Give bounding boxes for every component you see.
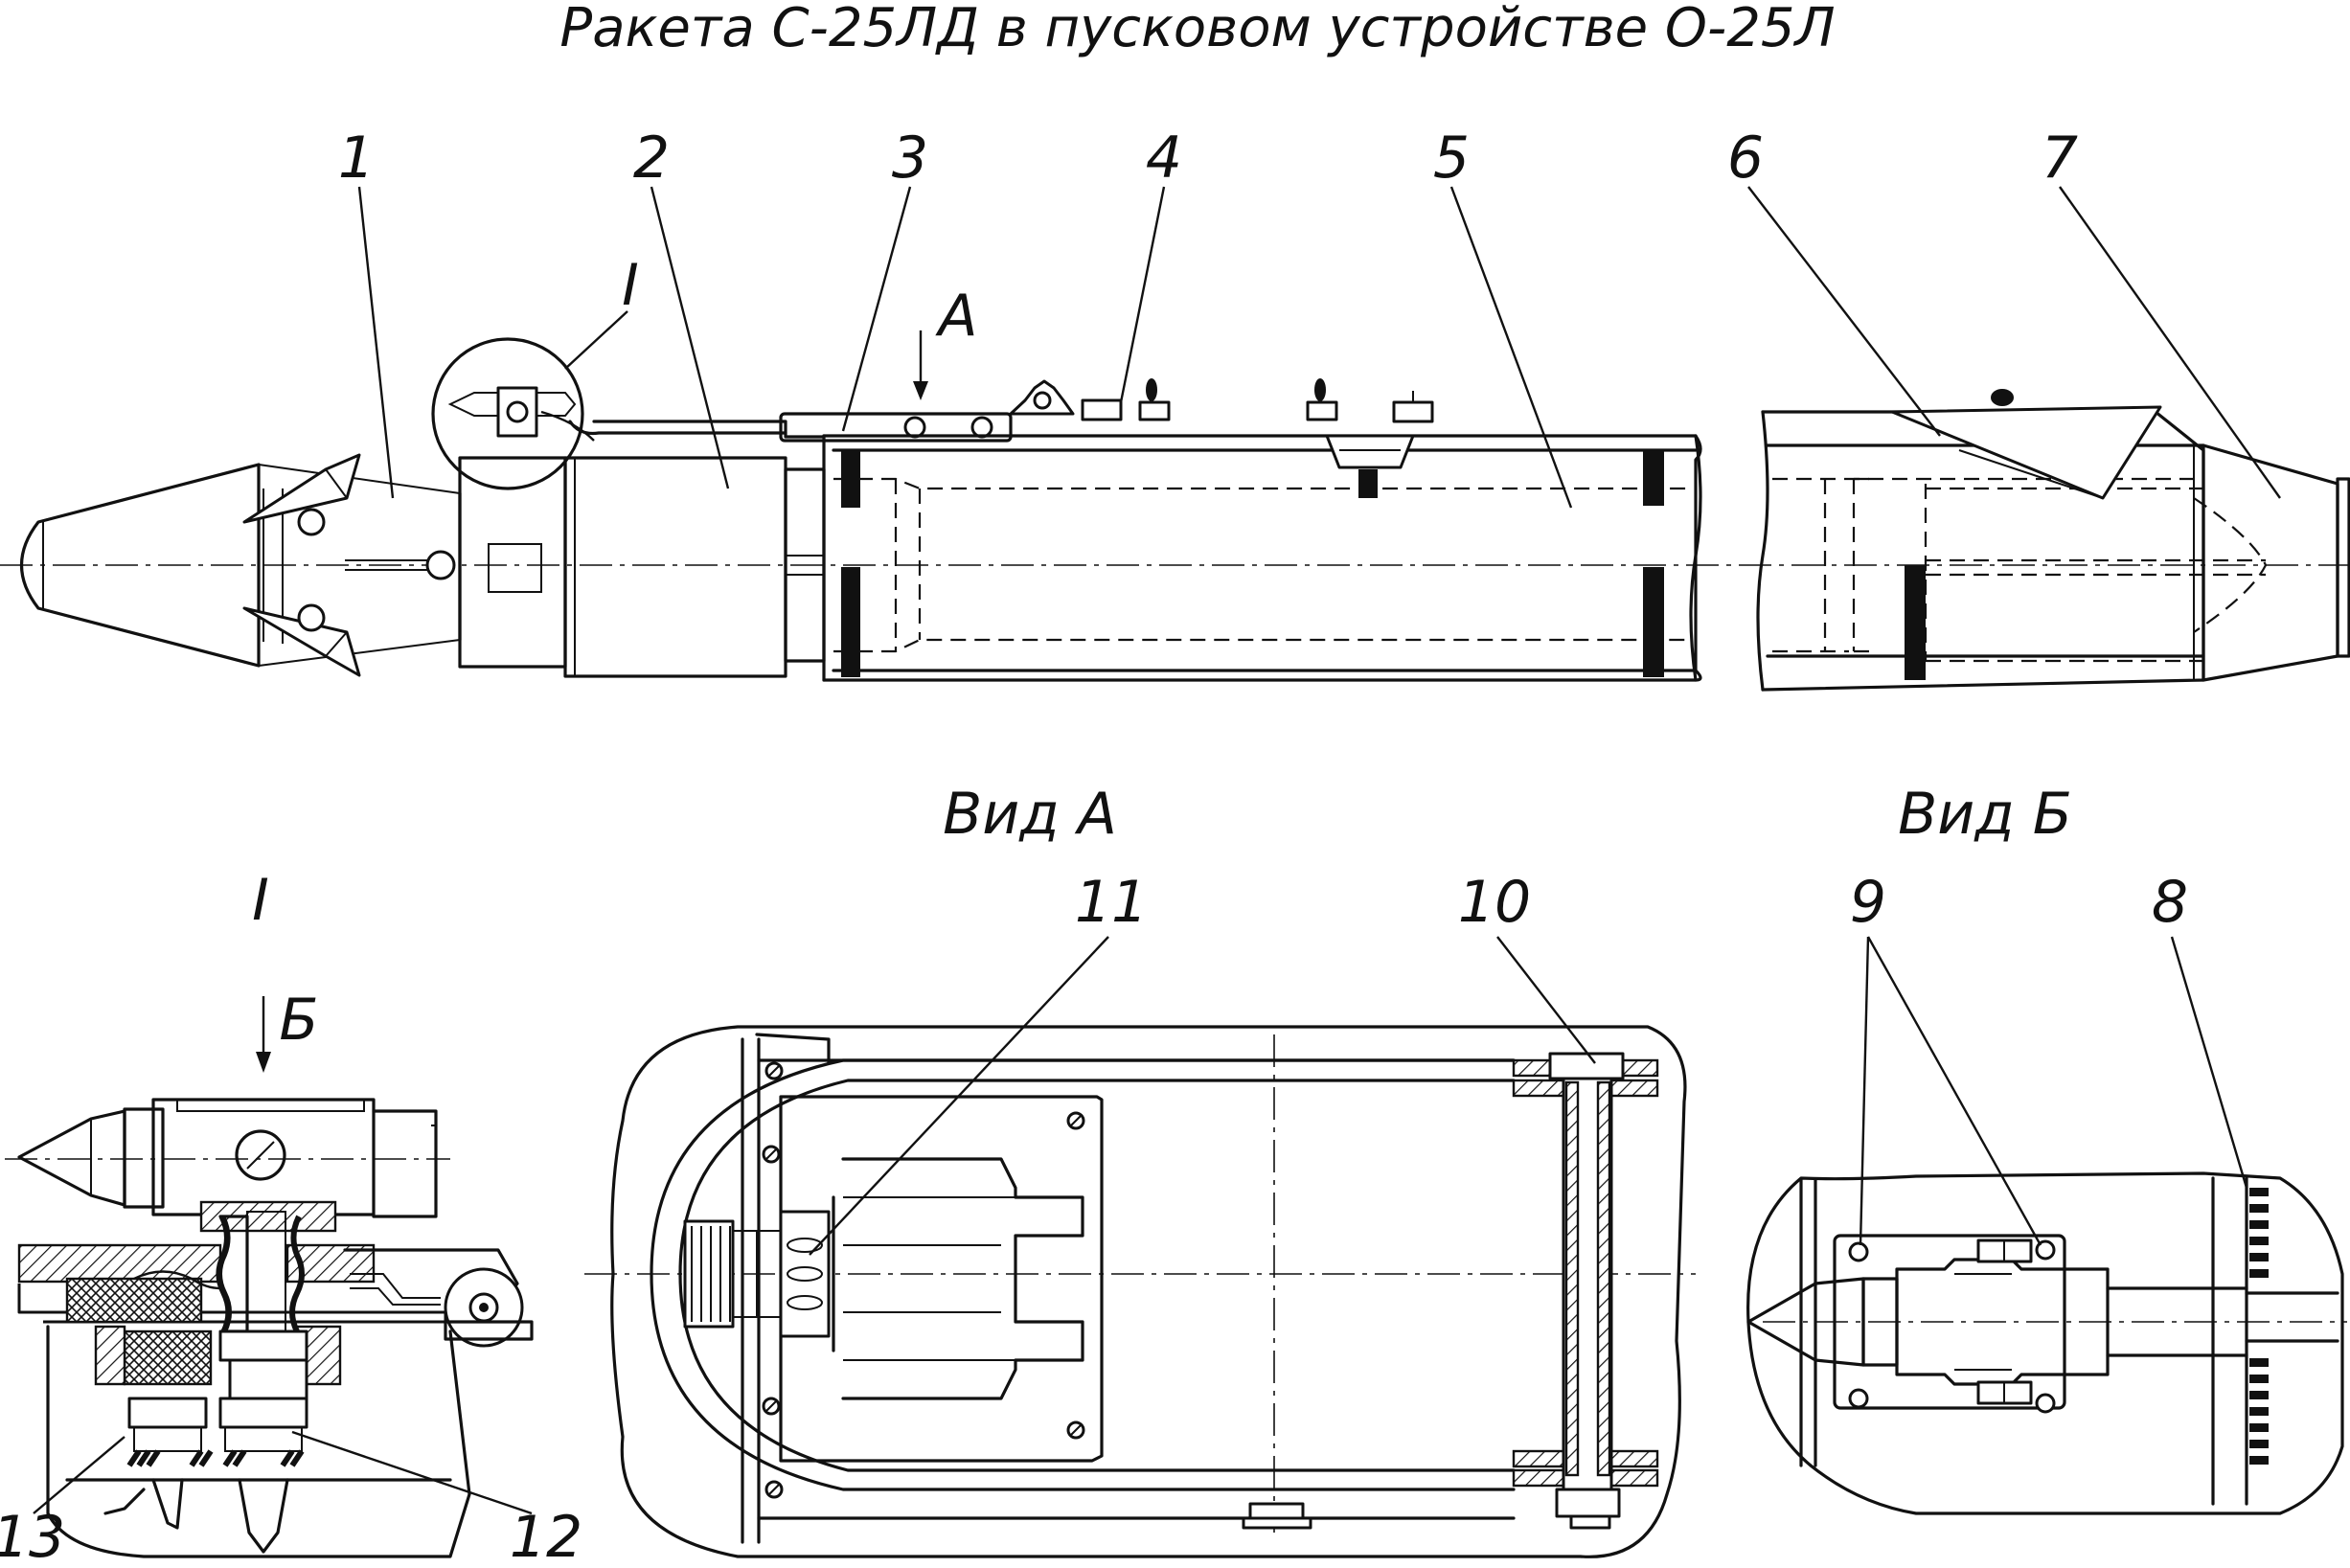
callout-8: 8 [2152, 869, 2188, 936]
drawing-title: Ракета С-25ЛД в пусковом устройстве О-25… [559, 0, 1835, 59]
detail-i-heading: I [252, 867, 269, 934]
callout-11: 11 [1075, 869, 1148, 936]
callout-7: 7 [2042, 125, 2078, 192]
wing-fold [1890, 405, 2162, 500]
leader-lines-main [357, 186, 2281, 509]
detail-i-circle [431, 337, 584, 490]
callout-6: 6 [1727, 125, 1764, 192]
launcher-tube [822, 434, 1702, 682]
view-arrow-b-label: Б [279, 987, 318, 1054]
view-a-outline [610, 1025, 1687, 1558]
compartment-2 [563, 456, 787, 678]
view-b-label: Вид Б [1898, 781, 2072, 848]
mount-saddle [1325, 434, 1415, 469]
leader-12 [291, 1430, 533, 1515]
view-b [1746, 1171, 2347, 1515]
view-arrow-a-label: А [934, 283, 977, 350]
callout-5: 5 [1433, 125, 1470, 192]
view-b-rack-teeth [2249, 1188, 2269, 1465]
top-fittings [1009, 378, 1434, 423]
view-a-label: Вид А [943, 781, 1117, 848]
missile-side-view [0, 337, 2350, 692]
leader-11 [809, 936, 1109, 1256]
callout-13: 13 [0, 1504, 65, 1564]
callout-9: 9 [1850, 869, 1886, 936]
callout-1: 1 [338, 125, 375, 192]
rear-fairing [2202, 443, 2339, 682]
leader-13 [33, 1436, 125, 1514]
view-b-plate [1833, 1234, 2066, 1410]
leader-10 [1496, 936, 1596, 1064]
detail-i-mark: I [622, 252, 639, 319]
leader-9a [1859, 936, 1870, 1246]
leader-9b [1866, 936, 2042, 1246]
view-a [584, 1025, 1696, 1558]
callout-3: 3 [892, 125, 928, 192]
callout-12: 12 [510, 1504, 582, 1564]
detail-i-view: I Б [5, 867, 534, 1558]
callout-2: 2 [633, 125, 670, 192]
canard-fin-upper [242, 453, 361, 524]
leader-8 [2170, 936, 2248, 1189]
view-a-screws [762, 1061, 1085, 1499]
callout-10: 10 [1458, 869, 1531, 936]
launch-rail [779, 412, 1013, 443]
nose-cone [20, 463, 261, 668]
tail-section [1761, 410, 2205, 692]
callout-4: 4 [1146, 125, 1182, 192]
